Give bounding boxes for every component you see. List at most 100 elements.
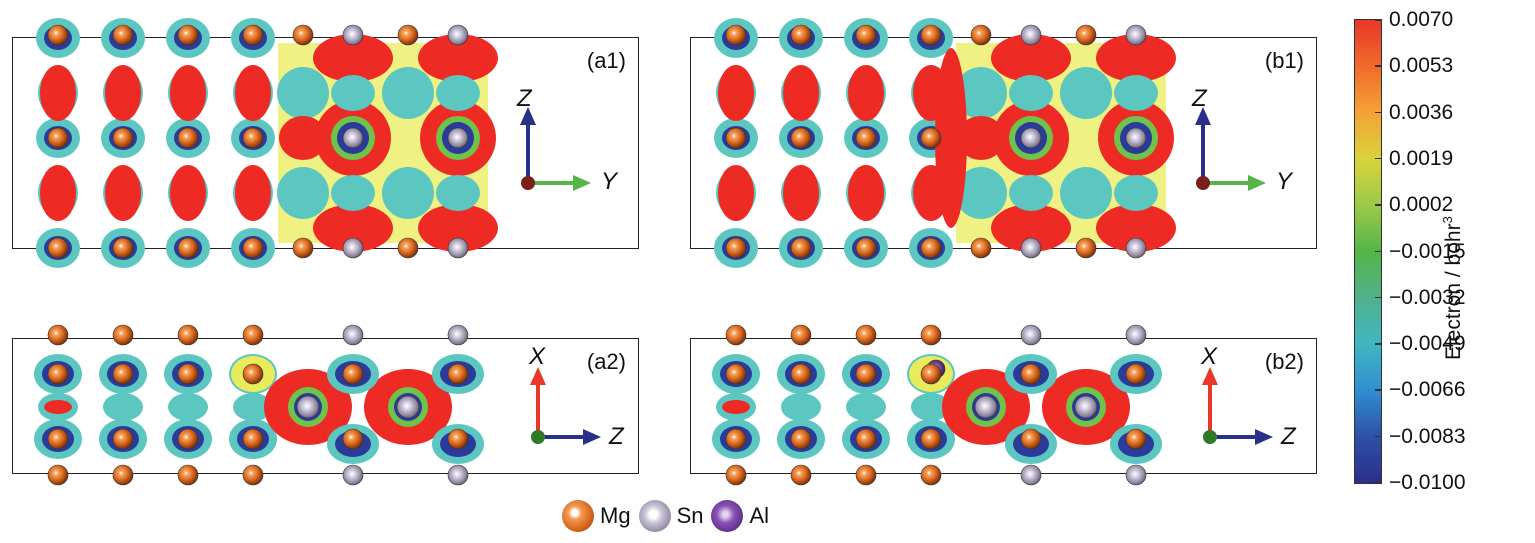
mg-atom-icon <box>1125 428 1147 450</box>
mg-atom-icon <box>790 127 812 149</box>
red-isosurface <box>279 116 327 160</box>
red-isosurface <box>418 204 498 252</box>
colorbar-tick-mark <box>1375 389 1382 391</box>
mg-atom-icon <box>177 237 199 259</box>
mg-atom-icon <box>47 464 69 486</box>
axis-a2-up-label: X <box>529 343 546 370</box>
legend-item-al: Al <box>711 500 769 532</box>
sn-atom-icon <box>342 237 364 259</box>
panel-a1-isosurface <box>36 18 498 268</box>
mg-atom-icon <box>790 324 812 346</box>
legend-item-mg: Mg <box>562 500 631 532</box>
cyan-isosurface <box>277 67 329 119</box>
mg-atom-icon <box>242 464 264 486</box>
cyan-isosurface <box>1060 167 1112 219</box>
panel-b1: (b1) <box>690 18 1317 268</box>
axis-b1: Z Y <box>1180 85 1292 195</box>
red-isosurface <box>991 34 1071 82</box>
red-isosurface <box>105 165 141 221</box>
red-isosurface <box>783 165 819 221</box>
mg-atom-icon <box>1125 363 1147 385</box>
mg-atom-icon <box>47 428 69 450</box>
red-isosurface <box>1096 204 1176 252</box>
panel-b1-isosurface <box>714 18 1176 268</box>
legend-label-sn: Sn <box>676 503 704 528</box>
panel-a2-isosurface <box>34 324 484 486</box>
red-isosurface <box>783 65 819 121</box>
cyan-isosurface <box>277 167 329 219</box>
axis-a1-right-label: Y <box>601 168 618 195</box>
colorbar-tick-label: 0.0002 <box>1389 193 1454 217</box>
red-isosurface <box>718 165 754 221</box>
mg-atom-icon <box>447 363 469 385</box>
cyan-isosurface <box>233 393 273 421</box>
sn-atom-icon <box>1020 464 1042 486</box>
mg-atom-icon <box>177 363 199 385</box>
mg-atom-icon <box>920 127 942 149</box>
axis-b2-up-label: X <box>1201 343 1218 370</box>
colorbar-tick-label: −0.0049 <box>1389 332 1466 356</box>
mg-atom-icon <box>725 363 747 385</box>
panel-b1-label: (b1) <box>1264 48 1304 73</box>
axis-a2-right-label: Z <box>609 423 624 450</box>
al-atom-icon <box>711 500 744 532</box>
mg-atom-icon <box>920 24 942 46</box>
red-isosurface <box>313 34 393 82</box>
legend-label-al: Al <box>749 503 770 528</box>
sn-atom-icon <box>447 127 469 149</box>
mg-atom-icon <box>855 324 877 346</box>
colorbar-tick-mark <box>1375 250 1382 252</box>
mg-atom-icon <box>292 237 314 259</box>
atom-legend: Mg Sn Al <box>562 500 777 532</box>
panel-a2: (a2) <box>12 324 639 486</box>
sn-atom-icon <box>1125 127 1147 149</box>
axis-a1-up-label: Z <box>517 85 532 112</box>
sn-atom-icon <box>447 464 469 486</box>
mg-atom-icon <box>790 24 812 46</box>
mg-atom-icon <box>242 428 264 450</box>
mg-atom-icon <box>112 24 134 46</box>
colorbar-title-text: Electron / bohr <box>1442 223 1465 360</box>
cyan-isosurface <box>382 67 434 119</box>
red-isosurface <box>170 65 206 121</box>
mg-atom-icon <box>920 237 942 259</box>
axis-a1-arrows <box>520 107 591 191</box>
panel-b2: (b2) <box>690 324 1317 486</box>
mg-atom-icon <box>562 500 594 532</box>
sn-atom-icon <box>396 395 420 419</box>
red-isosurface <box>957 116 1005 160</box>
cyan-isosurface <box>331 75 375 111</box>
mg-atom-icon <box>855 237 877 259</box>
mg-atom-icon <box>1075 237 1097 259</box>
mg-atom-icon <box>47 363 69 385</box>
sn-atom-icon <box>447 237 469 259</box>
colorbar-tick-label: 0.0053 <box>1389 54 1454 78</box>
panel-a1: (a1) <box>12 18 639 268</box>
colorbar-tick-mark <box>1375 157 1382 160</box>
colorbar-tick-label: −0.0066 <box>1389 378 1466 402</box>
colorbar-tick-mark <box>1375 343 1382 345</box>
sn-atom-icon <box>1020 324 1042 346</box>
cyan-isosurface <box>955 167 1007 219</box>
mg-atom-icon <box>855 363 877 385</box>
mg-atom-icon <box>47 237 69 259</box>
colorbar-tick-mark <box>1375 435 1382 438</box>
axis-a1: Z Y <box>505 85 617 195</box>
colorbar-tick-label: 0.0070 <box>1389 8 1454 31</box>
axis-b1-right-label: Y <box>1276 168 1293 195</box>
mg-atom-icon <box>970 24 992 46</box>
colorbar-tick-label: −0.0083 <box>1389 424 1466 448</box>
mg-atom-icon <box>725 464 747 486</box>
mg-atom-icon <box>920 428 942 450</box>
mg-atom-icon <box>1075 24 1097 46</box>
cyan-isosurface <box>382 167 434 219</box>
mg-atom-icon <box>855 464 877 486</box>
cyan-isosurface <box>911 393 951 421</box>
sn-atom-icon <box>342 127 364 149</box>
sn-atom-icon <box>1020 127 1042 149</box>
mg-atom-icon <box>342 428 364 450</box>
mg-atom-icon <box>292 24 314 46</box>
mg-atom-icon <box>112 363 134 385</box>
red-isosurface <box>44 400 72 414</box>
sn-atom-icon <box>1020 24 1042 46</box>
